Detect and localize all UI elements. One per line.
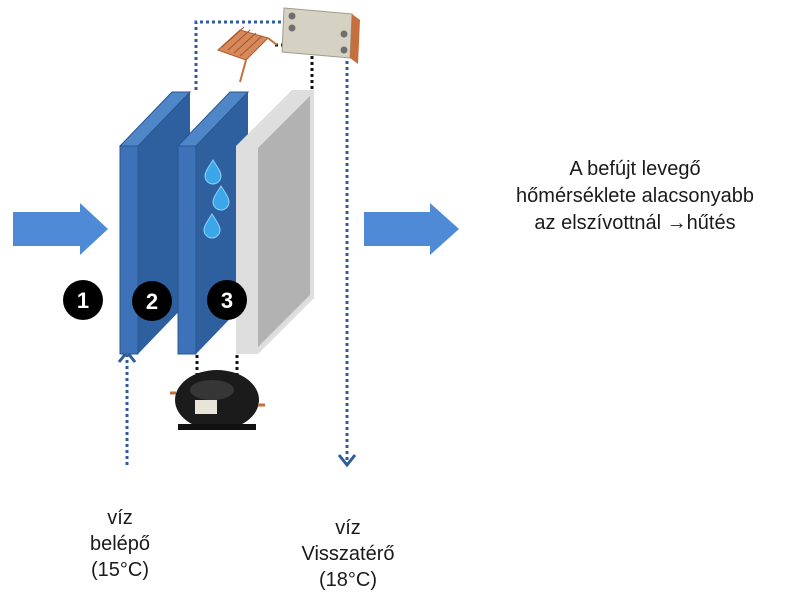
inlet-line-1: víz <box>107 507 133 529</box>
panel-3-front <box>177 145 197 355</box>
water-inlet-label: víz belépő (15°C) <box>60 505 180 583</box>
badge-1: 1 <box>63 280 103 320</box>
water-drop-icons <box>203 159 230 239</box>
water-pipe-blue <box>117 20 357 468</box>
badge-3-number: 3 <box>221 288 233 313</box>
inlet-line-3: (15°C) <box>90 559 149 581</box>
air-in-arrow-icon <box>13 203 108 255</box>
return-line-3: (18°C) <box>318 569 377 591</box>
water-return-arrowhead <box>337 454 357 468</box>
inlet-line-2: belépő <box>89 533 151 555</box>
filter-panel <box>236 90 314 354</box>
badge-2-number: 2 <box>146 289 158 314</box>
badge-3: 3 <box>207 280 247 320</box>
result-line-3: az elszívottnál →hűtés <box>534 212 736 234</box>
return-line-1: víz <box>335 517 361 539</box>
water-drop-icon <box>203 213 221 239</box>
badge-2: 2 <box>132 281 172 321</box>
water-drop-icon <box>212 185 230 211</box>
copper-coil-icon <box>217 26 278 83</box>
air-out-arrow-icon <box>364 203 459 255</box>
panel-2-front <box>119 145 139 355</box>
return-line-2: Visszatérő <box>301 543 395 565</box>
plate-heat-exchanger-icon <box>281 7 360 64</box>
result-description: A befújt levegő hőmérséklete alacsonyabb… <box>470 156 800 237</box>
compressor-icon <box>170 370 265 430</box>
result-line-2: hőmérséklete alacsonyabb <box>516 185 754 207</box>
result-line-1: A befújt levegő <box>569 158 701 180</box>
water-drop-icon <box>204 159 222 185</box>
water-return-label: víz Visszatérő (18°C) <box>278 515 418 593</box>
water-top-pipe <box>194 20 285 90</box>
filter-inner <box>258 96 310 347</box>
badge-1-number: 1 <box>77 288 89 313</box>
